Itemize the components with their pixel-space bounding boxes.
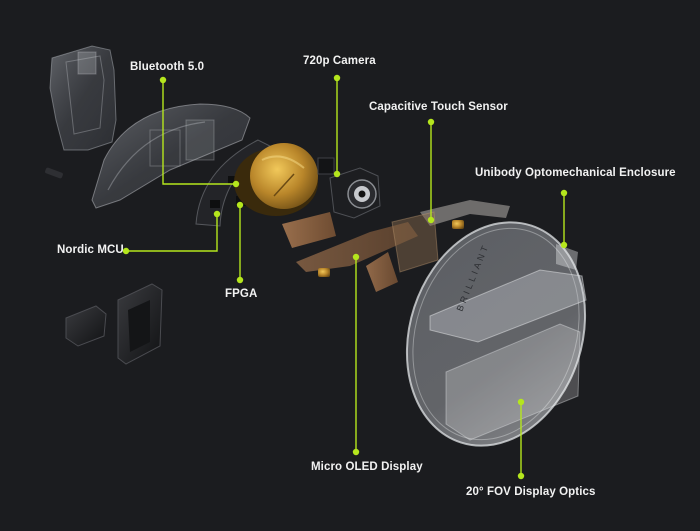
callout-dot-enclosure-anchor xyxy=(560,241,568,249)
callout-dot-optics-end xyxy=(517,472,525,480)
callout-dots xyxy=(122,74,568,480)
callout-dot-touch-anchor xyxy=(427,216,435,224)
label-mcu: Nordic MCU xyxy=(57,244,124,256)
callout-lines xyxy=(126,78,565,476)
battery-part xyxy=(234,143,318,216)
callout-dot-optics-anchor xyxy=(517,398,525,406)
label-fpga: FPGA xyxy=(225,288,258,300)
callout-line-mcu xyxy=(126,214,218,252)
callout-dot-bluetooth-end xyxy=(159,76,167,84)
callout-dot-touch-end xyxy=(427,118,435,126)
rear-housing-part xyxy=(91,103,251,209)
label-bluetooth: Bluetooth 5.0 xyxy=(130,61,205,73)
callout-dot-mcu-end xyxy=(122,247,130,255)
callout-dot-oled-end xyxy=(352,448,360,456)
hinge-clip-part xyxy=(49,45,117,151)
label-camera: 720p Camera xyxy=(303,55,376,67)
callout-line-bluetooth xyxy=(162,80,236,185)
callout-dot-bluetooth-anchor xyxy=(232,180,240,188)
callout-dot-camera-anchor xyxy=(333,170,341,178)
screw-part xyxy=(45,167,63,179)
connector-part xyxy=(318,220,464,277)
camera-module-part xyxy=(317,157,381,219)
label-oled: Micro OLED Display xyxy=(311,461,423,473)
callout-dot-enclosure-end xyxy=(560,189,568,197)
optics-enclosure-part: BRILLIANT xyxy=(405,221,587,447)
callout-dot-camera-end xyxy=(333,74,341,82)
nose-pad-part xyxy=(65,283,163,365)
label-enclosure: Unibody Optomechanical Enclosure xyxy=(475,167,676,179)
callout-dot-mcu-anchor xyxy=(213,210,221,218)
callout-dot-fpga-anchor xyxy=(236,201,244,209)
label-touch-sensor: Capacitive Touch Sensor xyxy=(369,101,508,113)
flex-cable-part xyxy=(282,200,510,292)
callout-dot-oled-anchor xyxy=(352,253,360,261)
touch-sensor-part xyxy=(391,211,439,273)
callout-dot-fpga-end xyxy=(236,276,244,284)
label-optics: 20° FOV Display Optics xyxy=(466,486,596,498)
